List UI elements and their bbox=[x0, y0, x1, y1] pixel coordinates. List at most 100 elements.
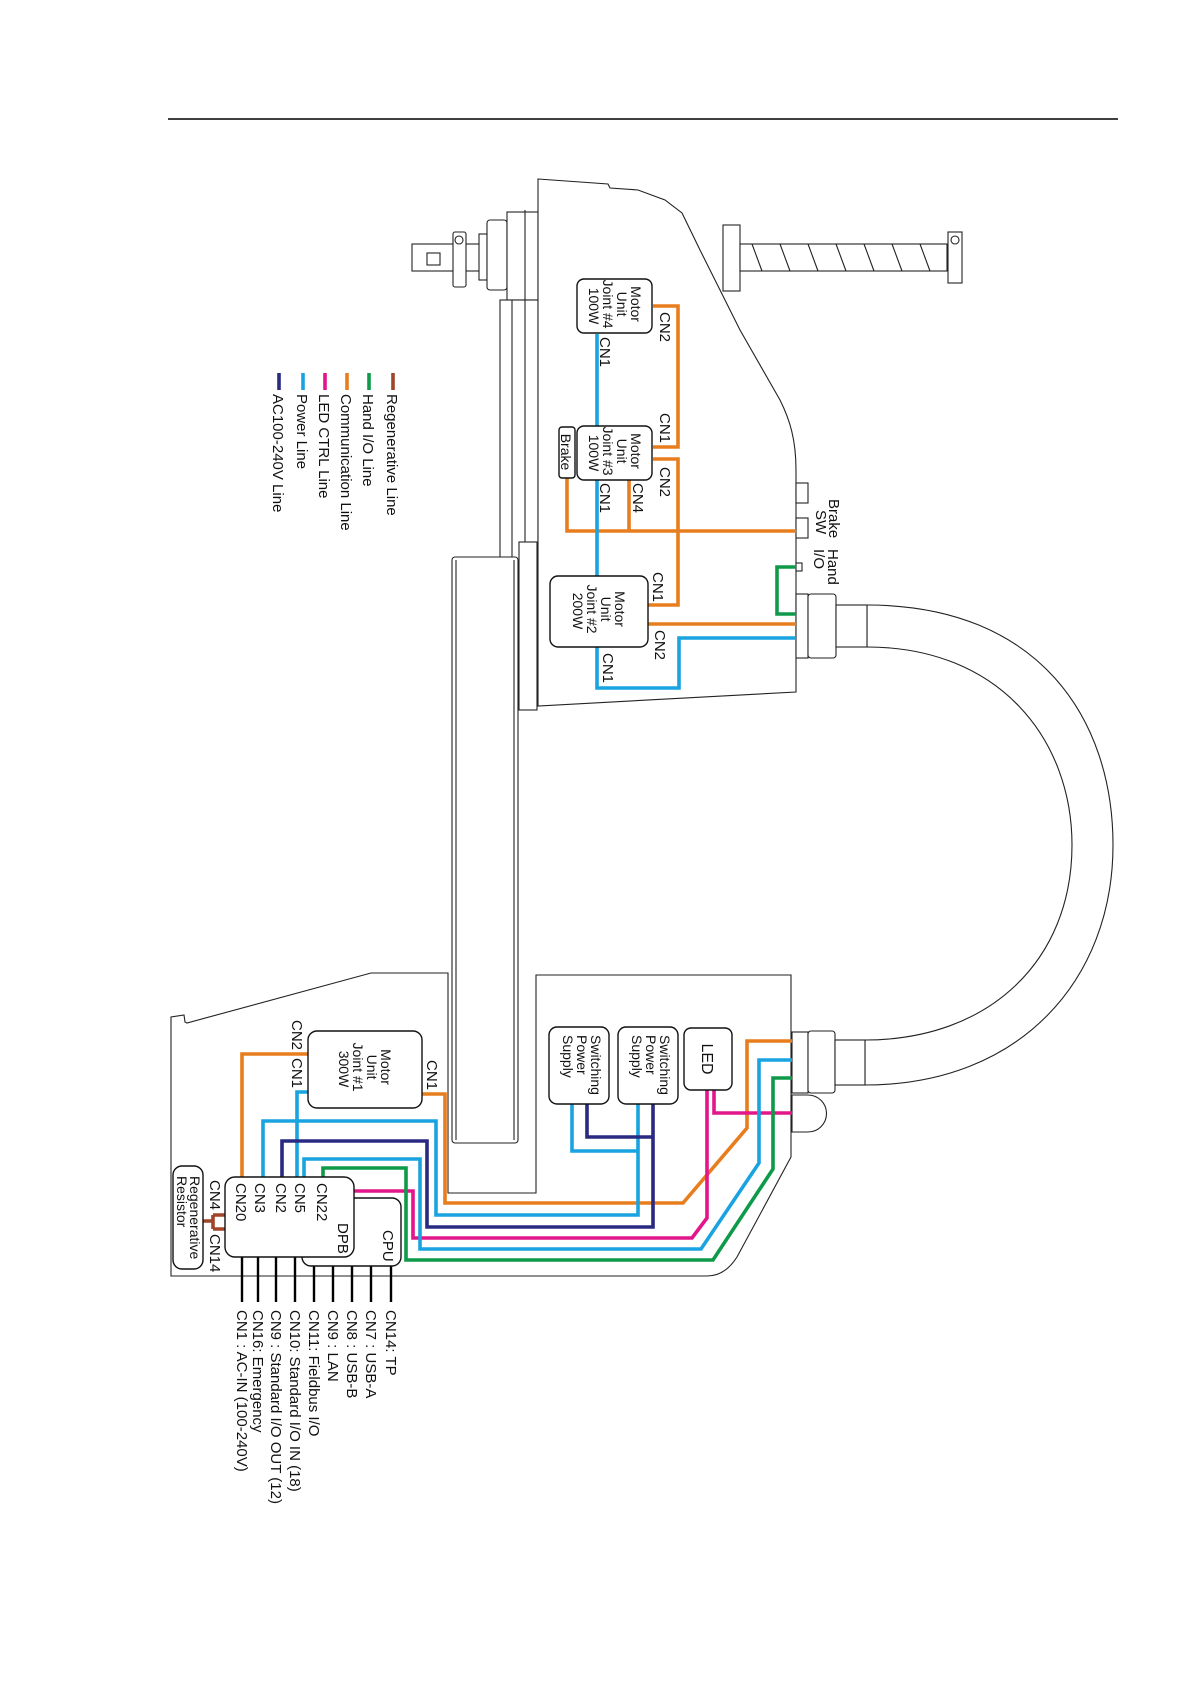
motor-unit-joint3: Brake Motor Unit Joint #3 100W CN1 CN2 C… bbox=[558, 413, 673, 513]
box-line: Joint #1 bbox=[350, 1043, 366, 1092]
ac-wire bbox=[280, 1104, 655, 1229]
connector-label: CN20 bbox=[232, 1183, 249, 1221]
box-line: 100W bbox=[586, 288, 602, 325]
hand-io-wire bbox=[775, 565, 796, 616]
legend-label: Hand I/O Line bbox=[359, 394, 376, 487]
box-line: Motor bbox=[628, 433, 644, 469]
legend-label: AC100-240V Line bbox=[269, 394, 286, 512]
legend-item-power: Power Line bbox=[293, 373, 310, 469]
box-line: Motor bbox=[378, 1049, 394, 1085]
legend-label: Communication Line bbox=[337, 394, 354, 531]
legend-item-communication: Communication Line bbox=[337, 373, 354, 531]
label-line: I/O bbox=[810, 549, 827, 569]
label-line: Brake bbox=[825, 499, 842, 538]
wires-arm bbox=[565, 304, 796, 690]
connector-list-item: CN7 : USB-A bbox=[362, 1310, 379, 1398]
box-line: Power bbox=[643, 1035, 659, 1075]
connector-label: CN5 bbox=[291, 1183, 308, 1213]
connector-list-item: CN10: Standard I/O IN (18) bbox=[286, 1310, 303, 1492]
box-line: Switching bbox=[657, 1035, 673, 1095]
connector-label: CN1 bbox=[599, 653, 616, 683]
connector-label: CN1 bbox=[288, 1058, 305, 1088]
external-connector-lines bbox=[240, 1257, 393, 1302]
svg-text:Motor Unit Joint #: Motor Unit Joint #3 100W bbox=[586, 427, 644, 480]
led-ctrl-wire bbox=[354, 1090, 709, 1240]
connector-list-item: CN16: Emergency bbox=[249, 1310, 266, 1433]
connector-label: CN2 bbox=[656, 467, 673, 497]
hand-io-connector bbox=[795, 562, 803, 572]
connector-label: CN14 bbox=[206, 1234, 223, 1272]
power-wire bbox=[570, 1104, 638, 1153]
connector-list-item: CN9 : Standard I/O OUT (12) bbox=[267, 1310, 284, 1504]
connector-list-item: CN9 : LAN bbox=[324, 1310, 341, 1382]
connector-label: CN1 bbox=[649, 572, 666, 602]
box-line: Switching bbox=[588, 1035, 604, 1095]
box-line: Resistor bbox=[174, 1176, 190, 1228]
brake-switch-label: Brake SW bbox=[812, 499, 842, 538]
label-line: Hand bbox=[824, 549, 841, 585]
motor-unit-joint2: Motor Unit Joint #2 200W CN1 CN2 CN1 bbox=[549, 572, 668, 683]
svg-text:Motor Unit Joint #: Motor Unit Joint #4 100W bbox=[586, 280, 644, 333]
legend-label: Power Line bbox=[293, 394, 310, 469]
led-board: LED bbox=[683, 1027, 733, 1091]
robot-arm-1 bbox=[451, 541, 538, 1144]
svg-text:Motor Unit Joint #: Motor Unit Joint #2 200W bbox=[570, 585, 628, 638]
connector-label: CN1 bbox=[596, 483, 613, 513]
ball-screw bbox=[739, 243, 948, 272]
hand-io-label: Hand I/O bbox=[810, 549, 841, 585]
box-line: 300W bbox=[336, 1051, 352, 1088]
box-line: 200W bbox=[570, 593, 586, 630]
ac-wire bbox=[585, 1104, 653, 1139]
communication-wire bbox=[240, 1052, 308, 1177]
legend-item-hand-io: Hand I/O Line bbox=[359, 373, 376, 487]
hand-io-wire bbox=[321, 1076, 792, 1262]
legend-label: LED CTRL Line bbox=[315, 394, 332, 499]
connector-list: CN1 : AC-IN (100-240V) CN16: Emergency C… bbox=[233, 1310, 399, 1504]
connector-label: CN4 bbox=[206, 1180, 223, 1210]
connector-label: CN2 bbox=[651, 630, 668, 660]
box-line: Joint #4 bbox=[600, 280, 616, 329]
wires-base bbox=[203, 1039, 792, 1262]
box-line: Joint #2 bbox=[584, 585, 600, 634]
svg-text:Switching Power Su: Switching Power Supply bbox=[629, 1035, 673, 1099]
legend-item-ac: AC100-240V Line bbox=[269, 373, 286, 512]
power-wire bbox=[261, 1104, 640, 1217]
box-line: Motor bbox=[612, 591, 628, 627]
legend-label: Regenerative Line bbox=[383, 394, 400, 516]
connector-list-item: CN1 : AC-IN (100-240V) bbox=[233, 1310, 250, 1472]
power-wire bbox=[595, 636, 796, 690]
power-wire bbox=[295, 1090, 308, 1177]
box-line: Supply bbox=[560, 1035, 576, 1078]
robot-cable bbox=[864, 604, 1114, 1086]
cpu-label: CPU bbox=[379, 1230, 396, 1262]
power-wire bbox=[302, 1058, 792, 1251]
connector-list-item: CN11: Fieldbus I/O bbox=[305, 1310, 322, 1436]
motor-unit-joint4: Motor Unit Joint #4 100W CN2 CN1 bbox=[576, 278, 673, 367]
connector-list-item: CN8 : USB-B bbox=[343, 1310, 360, 1398]
communication-wire bbox=[653, 304, 680, 449]
dpb-board: CN20 CN3 CN2 CN5 CN22 DPB bbox=[224, 1176, 355, 1258]
dpb-label: DPB bbox=[334, 1223, 351, 1254]
regenerative-wire bbox=[203, 1213, 225, 1231]
connector-label: CN2 bbox=[656, 312, 673, 342]
legend: Regenerative Line Hand I/O Line Communic… bbox=[269, 373, 400, 531]
connector-label: CN1 bbox=[423, 1060, 440, 1090]
box-line: Unit bbox=[598, 597, 614, 622]
svg-text:Switching Power Su: Switching Power Supply bbox=[560, 1035, 604, 1099]
robot-base bbox=[170, 972, 866, 1277]
box-line: Power bbox=[574, 1035, 590, 1075]
connector-label: CN1 bbox=[596, 337, 613, 367]
box-line: Supply bbox=[629, 1035, 645, 1078]
status-led-lamp bbox=[791, 1094, 827, 1133]
legend-item-regenerative: Regenerative Line bbox=[383, 373, 400, 516]
box-line: Joint #3 bbox=[600, 427, 616, 476]
box-line: Unit bbox=[614, 439, 630, 464]
switching-power-supply-2: Switching Power Supply bbox=[548, 1026, 610, 1105]
box-line: Unit bbox=[364, 1055, 380, 1080]
motor-unit-joint1: Motor Unit Joint #1 300W CN2 CN1 CN1 bbox=[288, 1020, 440, 1109]
connector-label: CN1 bbox=[656, 413, 673, 443]
svg-text:Motor Unit Joint #: Motor Unit Joint #1 300W bbox=[336, 1043, 394, 1096]
box-line: Motor bbox=[628, 286, 644, 322]
brake-box bbox=[558, 426, 576, 479]
